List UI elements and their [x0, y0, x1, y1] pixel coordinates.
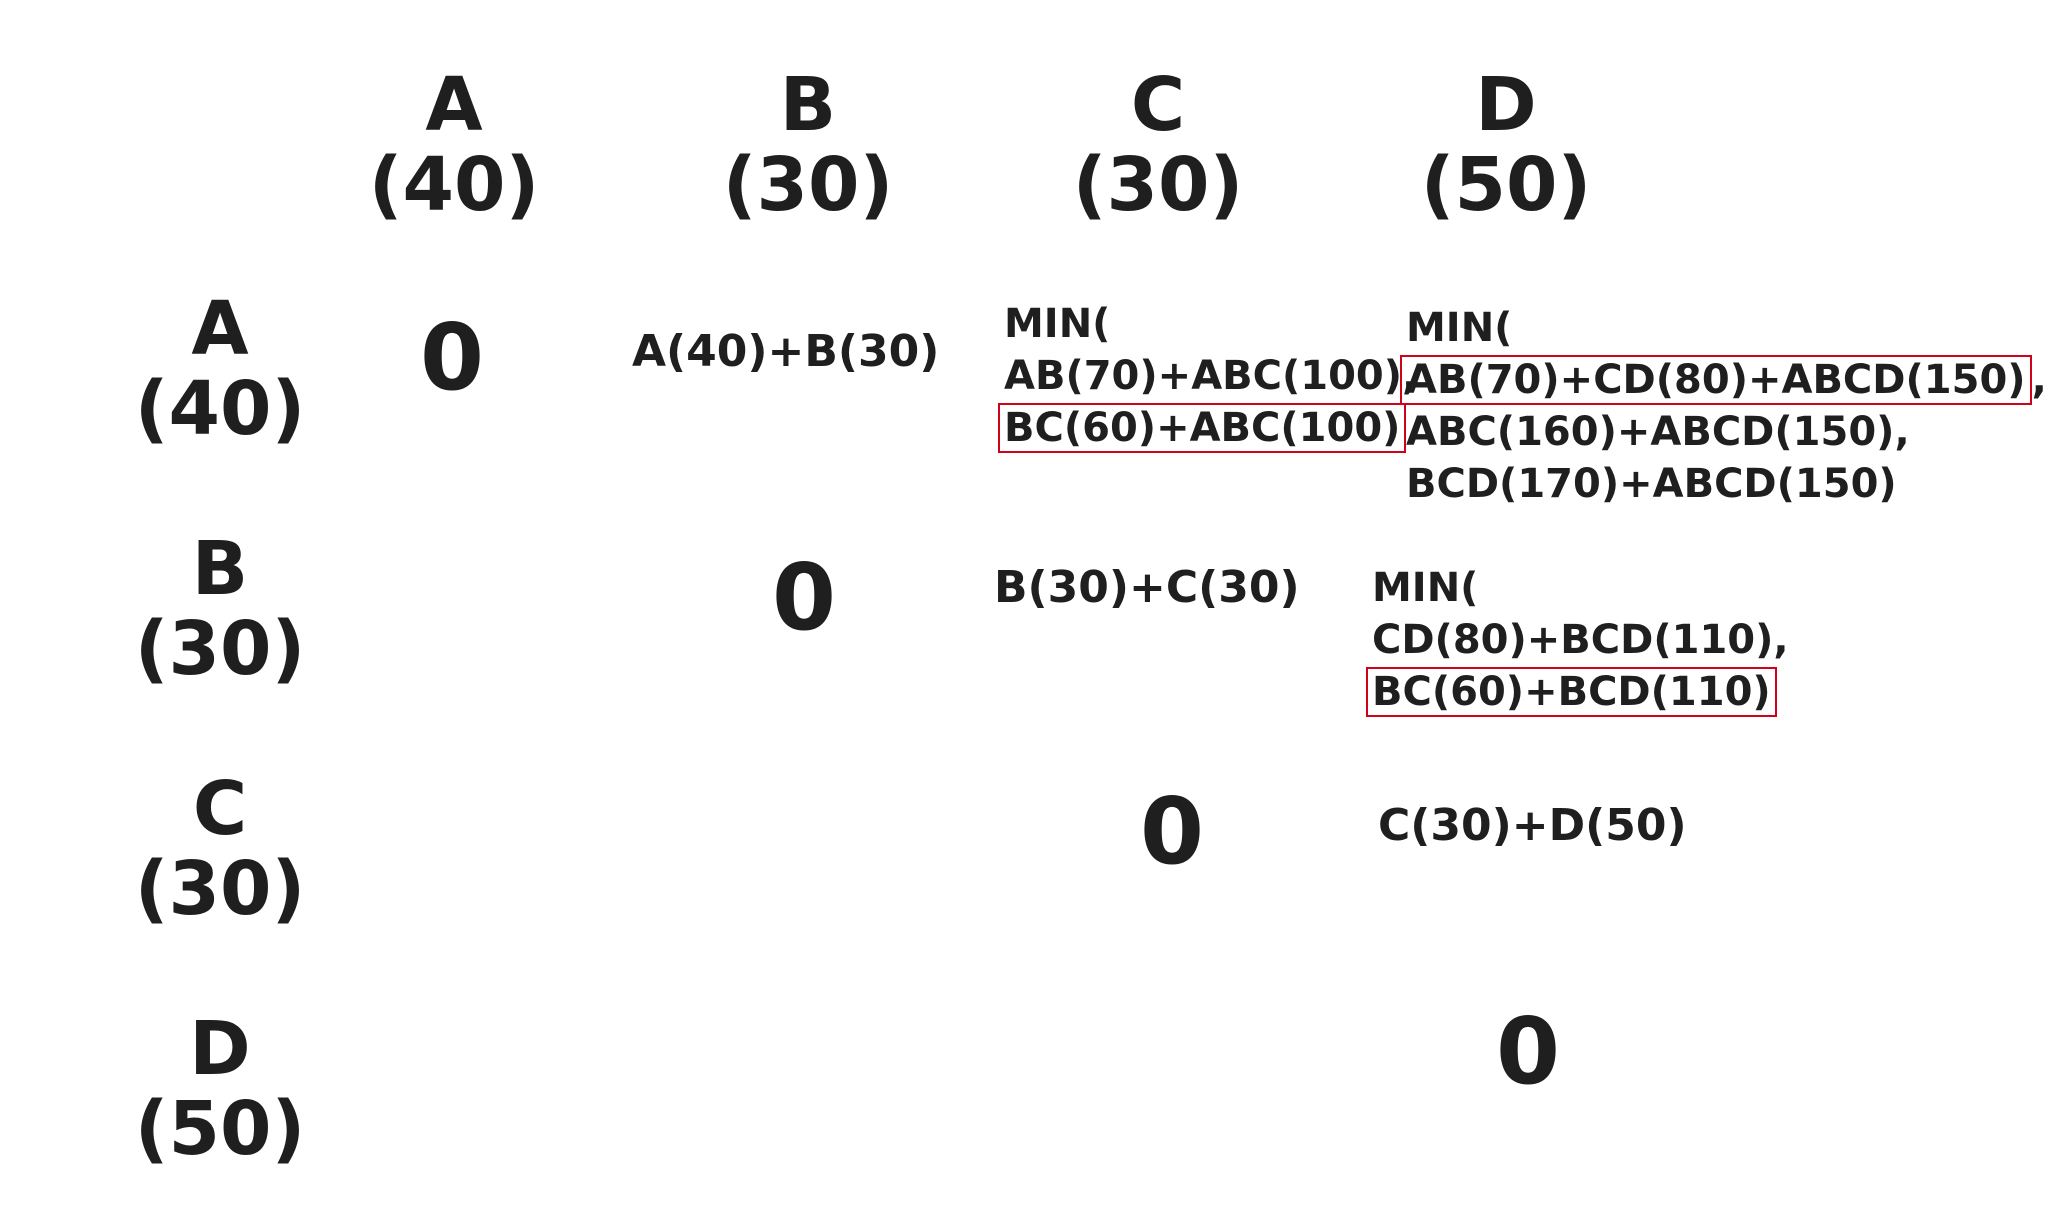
cell-a-c-line-2: AB(70)+ABC(100),	[1004, 353, 1418, 399]
cell-a-b: A(40)+B(30)	[632, 326, 940, 377]
cell-a-d-line-4: BCD(170)+ABCD(150)	[1406, 461, 1897, 507]
column-header-d-value: (50)	[1420, 141, 1592, 228]
column-header-b-value: (30)	[722, 141, 894, 228]
row-header-b-letter: B	[191, 526, 249, 612]
row-header-d-value: (50)	[134, 1085, 306, 1172]
cell-b-d-line-1: MIN(	[1372, 565, 1479, 611]
cell-d-d: 0	[1496, 998, 1561, 1105]
cell-a-d-line-2-suffix: ,	[2031, 357, 2047, 403]
column-header-c-letter: C	[1130, 62, 1186, 148]
column-header-b: B (30)	[678, 62, 938, 228]
cell-b-d-line-2: CD(80)+BCD(110),	[1372, 617, 1789, 663]
row-header-a-letter: A	[191, 286, 249, 372]
column-header-c-value: (30)	[1072, 141, 1244, 228]
row-header-b-value: (30)	[134, 605, 306, 692]
cell-a-d: MIN( AB(70)+CD(80)+ABCD(150), ABC(160)+A…	[1400, 302, 2047, 510]
row-header-a-value: (40)	[134, 365, 306, 452]
row-header-c: C (30)	[120, 766, 320, 932]
row-header-c-letter: C	[192, 766, 248, 852]
cell-a-d-highlight: AB(70)+CD(80)+ABCD(150)	[1400, 355, 2032, 405]
cell-a-c-highlight: BC(60)+ABC(100)	[998, 403, 1407, 453]
cell-c-c: 0	[1140, 778, 1205, 885]
cell-a-c: MIN( AB(70)+ABC(100), BC(60)+ABC(100)	[998, 298, 1418, 454]
row-header-b: B (30)	[120, 526, 320, 692]
column-header-a-letter: A	[425, 62, 483, 148]
row-header-c-value: (30)	[134, 845, 306, 932]
cell-b-d-highlight: BC(60)+BCD(110)	[1366, 667, 1777, 717]
column-header-b-letter: B	[779, 62, 837, 148]
cell-a-c-line-1: MIN(	[1004, 301, 1111, 347]
column-header-a-value: (40)	[368, 141, 540, 228]
column-header-d-letter: D	[1475, 62, 1537, 148]
cell-a-d-line-1: MIN(	[1406, 305, 1513, 351]
cell-c-d: C(30)+D(50)	[1378, 800, 1687, 851]
cell-b-d: MIN( CD(80)+BCD(110), BC(60)+BCD(110)	[1366, 562, 1789, 718]
cell-a-d-line-3: ABC(160)+ABCD(150),	[1406, 409, 1910, 455]
row-header-d: D (50)	[120, 1006, 320, 1172]
column-header-c: C (30)	[1028, 62, 1288, 228]
row-header-d-letter: D	[189, 1006, 251, 1092]
column-header-d: D (50)	[1376, 62, 1636, 228]
column-header-a: A (40)	[324, 62, 584, 228]
row-header-a: A (40)	[120, 286, 320, 452]
cell-b-c: B(30)+C(30)	[994, 562, 1300, 613]
cell-b-b: 0	[772, 544, 837, 651]
cell-a-a: 0	[420, 304, 485, 411]
